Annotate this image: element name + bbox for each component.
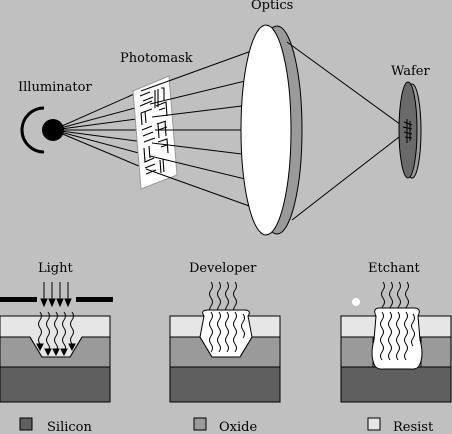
resist-layer	[0, 315, 111, 358]
resist-layer	[169, 315, 205, 338]
wafer	[398, 81, 422, 179]
photomask	[132, 75, 178, 190]
light-arrows	[40, 282, 72, 308]
stage-etchant: Etchant	[340, 261, 452, 403]
legend-swatch	[367, 417, 381, 431]
etchant-droplet	[352, 298, 360, 306]
wafer-face	[398, 81, 418, 179]
mask-bar-left	[0, 297, 37, 302]
developer-waves	[209, 281, 237, 315]
legend-label: Oxide	[219, 420, 257, 434]
legend: Silicon Oxide Resist	[19, 417, 434, 434]
legend-resist: Resist	[367, 417, 434, 434]
label-light: Light	[38, 261, 73, 276]
legend-swatch	[19, 417, 33, 431]
stage-developer: Developer	[169, 261, 281, 403]
silicon-layer	[169, 366, 281, 403]
reflector-arc	[20, 106, 45, 154]
label-etchant: Etchant	[368, 261, 420, 276]
etchant-waves-in-cavity	[380, 311, 415, 361]
stage-light: Light	[0, 261, 113, 403]
oxide-layer	[420, 336, 452, 368]
lens-face	[240, 24, 292, 236]
legend-label: Silicon	[47, 420, 92, 434]
legend-label: Resist	[393, 420, 434, 434]
silicon-layer	[0, 366, 111, 403]
label-optics: Optics	[251, 0, 293, 13]
label-photomask: Photomask	[120, 51, 193, 66]
wafer-pattern	[402, 119, 413, 143]
mask-pattern	[139, 87, 169, 175]
label-developer: Developer	[189, 261, 257, 276]
developer-waves-in-resist	[209, 311, 245, 353]
oxide-layer	[340, 336, 374, 368]
optics-to-wafer-rays	[286, 41, 409, 221]
legend-silicon: Silicon	[19, 417, 92, 434]
mask-bar-right	[76, 297, 113, 302]
developed-opening	[199, 309, 253, 358]
resist-layer	[247, 315, 281, 338]
label-illuminator: Illuminator	[18, 80, 92, 95]
exposure-waves	[36, 311, 76, 357]
silicon-layer	[340, 366, 452, 403]
legend-oxide: Oxide	[193, 417, 257, 434]
resist-layer	[340, 315, 377, 338]
label-wafer: Wafer	[391, 64, 430, 79]
optics-lens	[240, 24, 303, 236]
legend-swatch	[193, 417, 207, 431]
resist-layer	[417, 315, 452, 338]
